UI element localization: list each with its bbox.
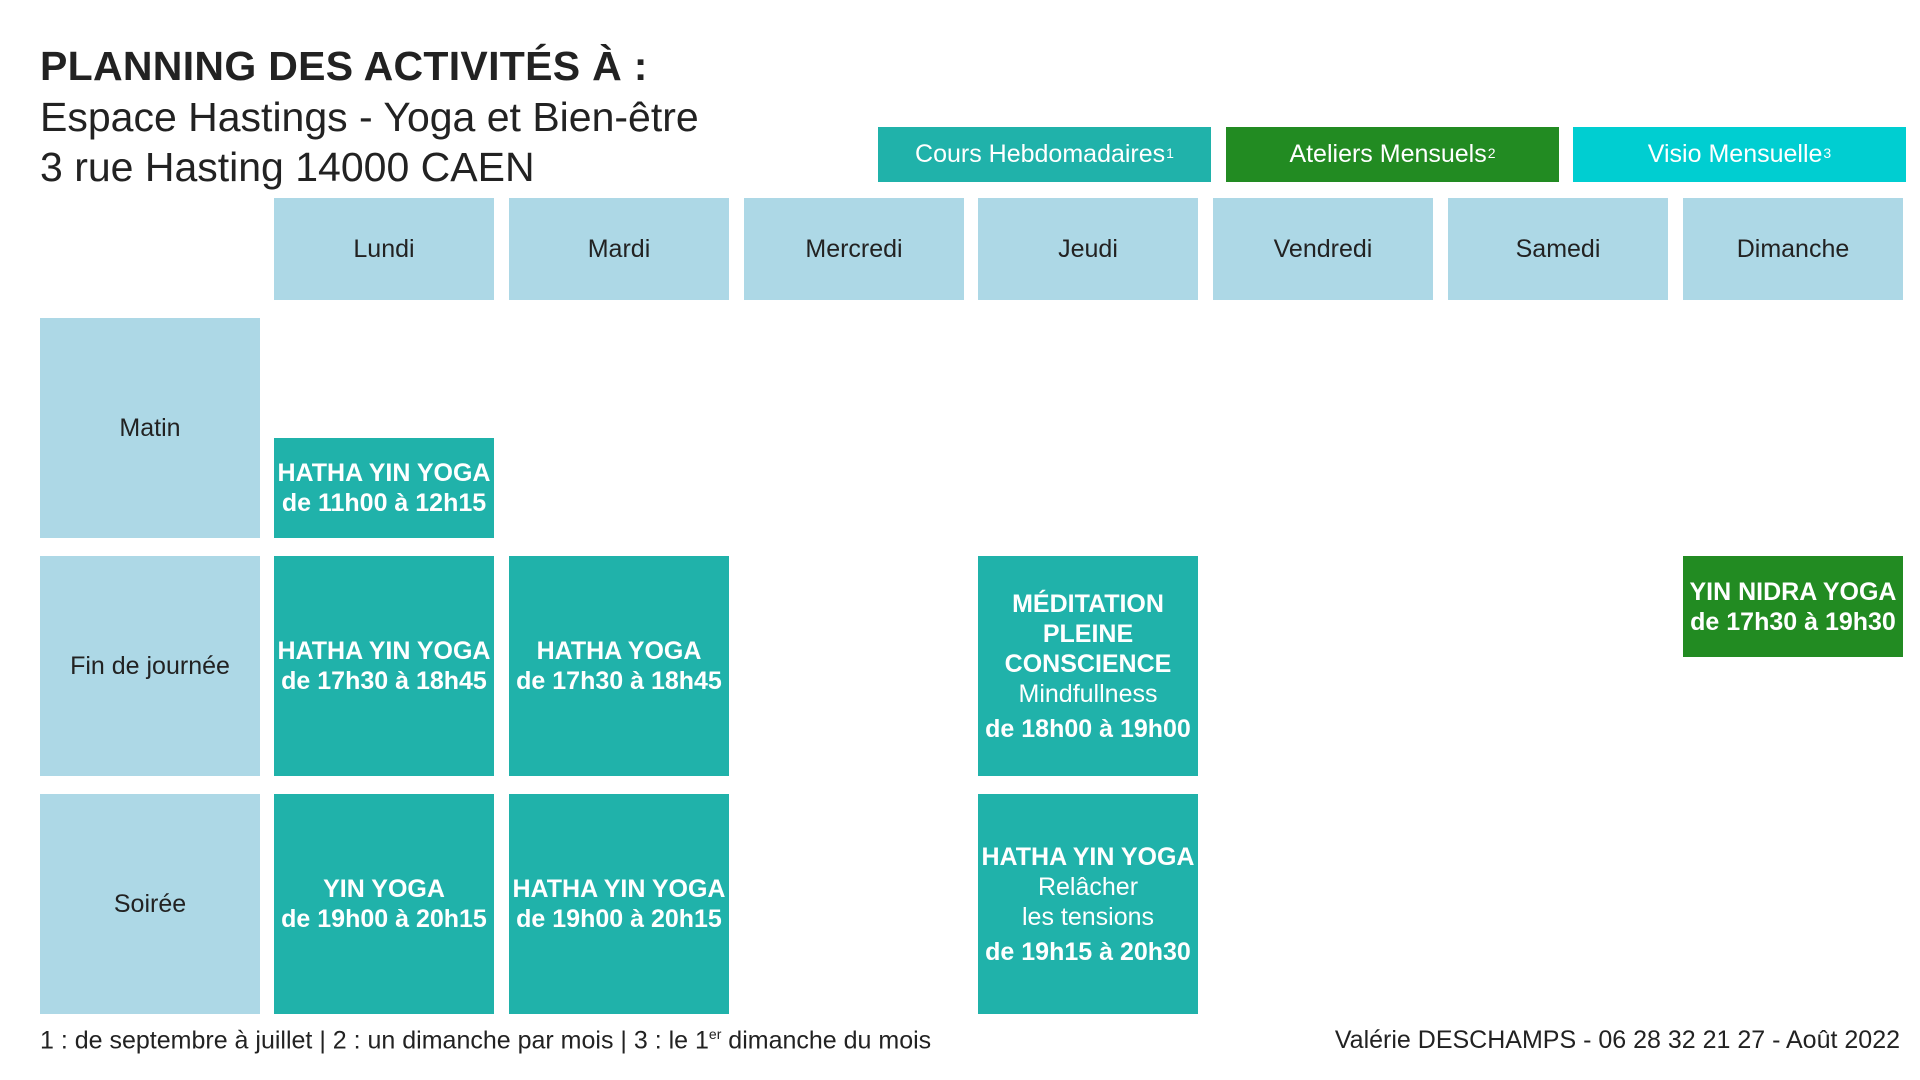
activity-lundi-soiree: YIN YOGA de 19h00 à 20h15: [274, 794, 494, 1014]
activity-name: HATHA YIN YOGA: [981, 842, 1195, 871]
activity-note-line: les tensions: [1021, 902, 1155, 931]
legend-weekly-mark: 1: [1166, 144, 1174, 161]
day-header-mardi: Mardi: [509, 198, 729, 300]
period-matin: Matin: [40, 318, 260, 538]
activity-time: de 11h00 à 12h15: [281, 489, 487, 517]
activity-name: HATHA YIN YOGA: [277, 637, 491, 665]
venue-address: 3 rue Hasting 14000 CAEN: [40, 144, 535, 190]
footnotes-text-end: dimanche du mois: [721, 1026, 932, 1055]
legend-weekly-label: Cours Hebdomadaires: [915, 140, 1166, 168]
footnotes: 1 : de septembre à juillet | 2 : un dima…: [40, 1026, 931, 1055]
activity-name: HATHA YIN YOGA: [277, 459, 491, 487]
activity-name: YIN YOGA: [323, 875, 445, 903]
activity-lundi-matin: HATHA YIN YOGA de 11h00 à 12h15: [274, 438, 494, 538]
activity-mardi-soiree: HATHA YIN YOGA de 19h00 à 20h15: [509, 794, 729, 1014]
day-header-vendredi: Vendredi: [1213, 198, 1433, 300]
period-soiree: Soirée: [40, 794, 260, 1014]
venue-name: Espace Hastings - Yoga et Bien-être: [40, 94, 699, 140]
legend-visio-mark: 3: [1823, 144, 1832, 161]
activity-jeudi-soiree: HATHA YIN YOGA Relâcher les tensions de …: [978, 794, 1198, 1014]
activity-note: Mindfullness: [1018, 679, 1158, 708]
activity-lundi-fin-de-journee: HATHA YIN YOGA de 17h30 à 18h45: [274, 556, 494, 776]
day-header-dimanche: Dimanche: [1683, 198, 1903, 300]
day-header-samedi: Samedi: [1448, 198, 1668, 300]
legend-visio-label: Visio Mensuelle: [1647, 140, 1823, 168]
activity-name-line: CONSCIENCE: [1004, 649, 1172, 678]
activity-time: de 19h00 à 20h15: [281, 905, 487, 933]
legend-monthly-mark: 2: [1487, 144, 1496, 161]
author-contact: Valérie DESCHAMPS - 06 28 32 21 27 - Aoû…: [1334, 1026, 1900, 1054]
activity-mardi-fin-de-journee: HATHA YOGA de 17h30 à 18h45: [509, 556, 729, 776]
footnotes-text: 1 : de septembre à juillet | 2 : un dima…: [40, 1026, 709, 1055]
activity-name: HATHA YOGA: [536, 637, 702, 665]
footnotes-superscript: er: [708, 1026, 722, 1042]
activity-name: HATHA YIN YOGA: [512, 875, 726, 903]
activity-time: de 17h30 à 18h45: [516, 667, 722, 695]
activity-time: de 18h00 à 19h00: [985, 714, 1191, 743]
day-header-lundi: Lundi: [274, 198, 494, 300]
activity-time: de 19h15 à 20h30: [985, 937, 1191, 966]
activity-name-line: MÉDITATION: [1012, 589, 1164, 618]
activity-name: YIN NIDRA YOGA: [1689, 577, 1897, 606]
page-title: PLANNING DES ACTIVITÉS À :: [40, 43, 648, 89]
activity-name-line: PLEINE: [1042, 619, 1134, 648]
legend-monthly-label: Ateliers Mensuels: [1289, 140, 1487, 168]
period-fin-de-journee: Fin de journée: [40, 556, 260, 776]
activity-dimanche-fin-de-journee: YIN NIDRA YOGA de 17h30 à 19h30: [1683, 556, 1903, 657]
activity-time: de 17h30 à 18h45: [281, 667, 487, 695]
activity-time: de 19h00 à 20h15: [516, 905, 722, 933]
activity-time: de 17h30 à 19h30: [1690, 607, 1896, 636]
activity-note-line: Relâcher: [1037, 872, 1139, 901]
header: PLANNING DES ACTIVITÉS À : Espace Hastin…: [40, 40, 699, 192]
day-header-jeudi: Jeudi: [978, 198, 1198, 300]
activity-jeudi-fin-de-journee: MÉDITATION PLEINE CONSCIENCE Mindfullnes…: [978, 556, 1198, 776]
day-header-mercredi: Mercredi: [744, 198, 964, 300]
